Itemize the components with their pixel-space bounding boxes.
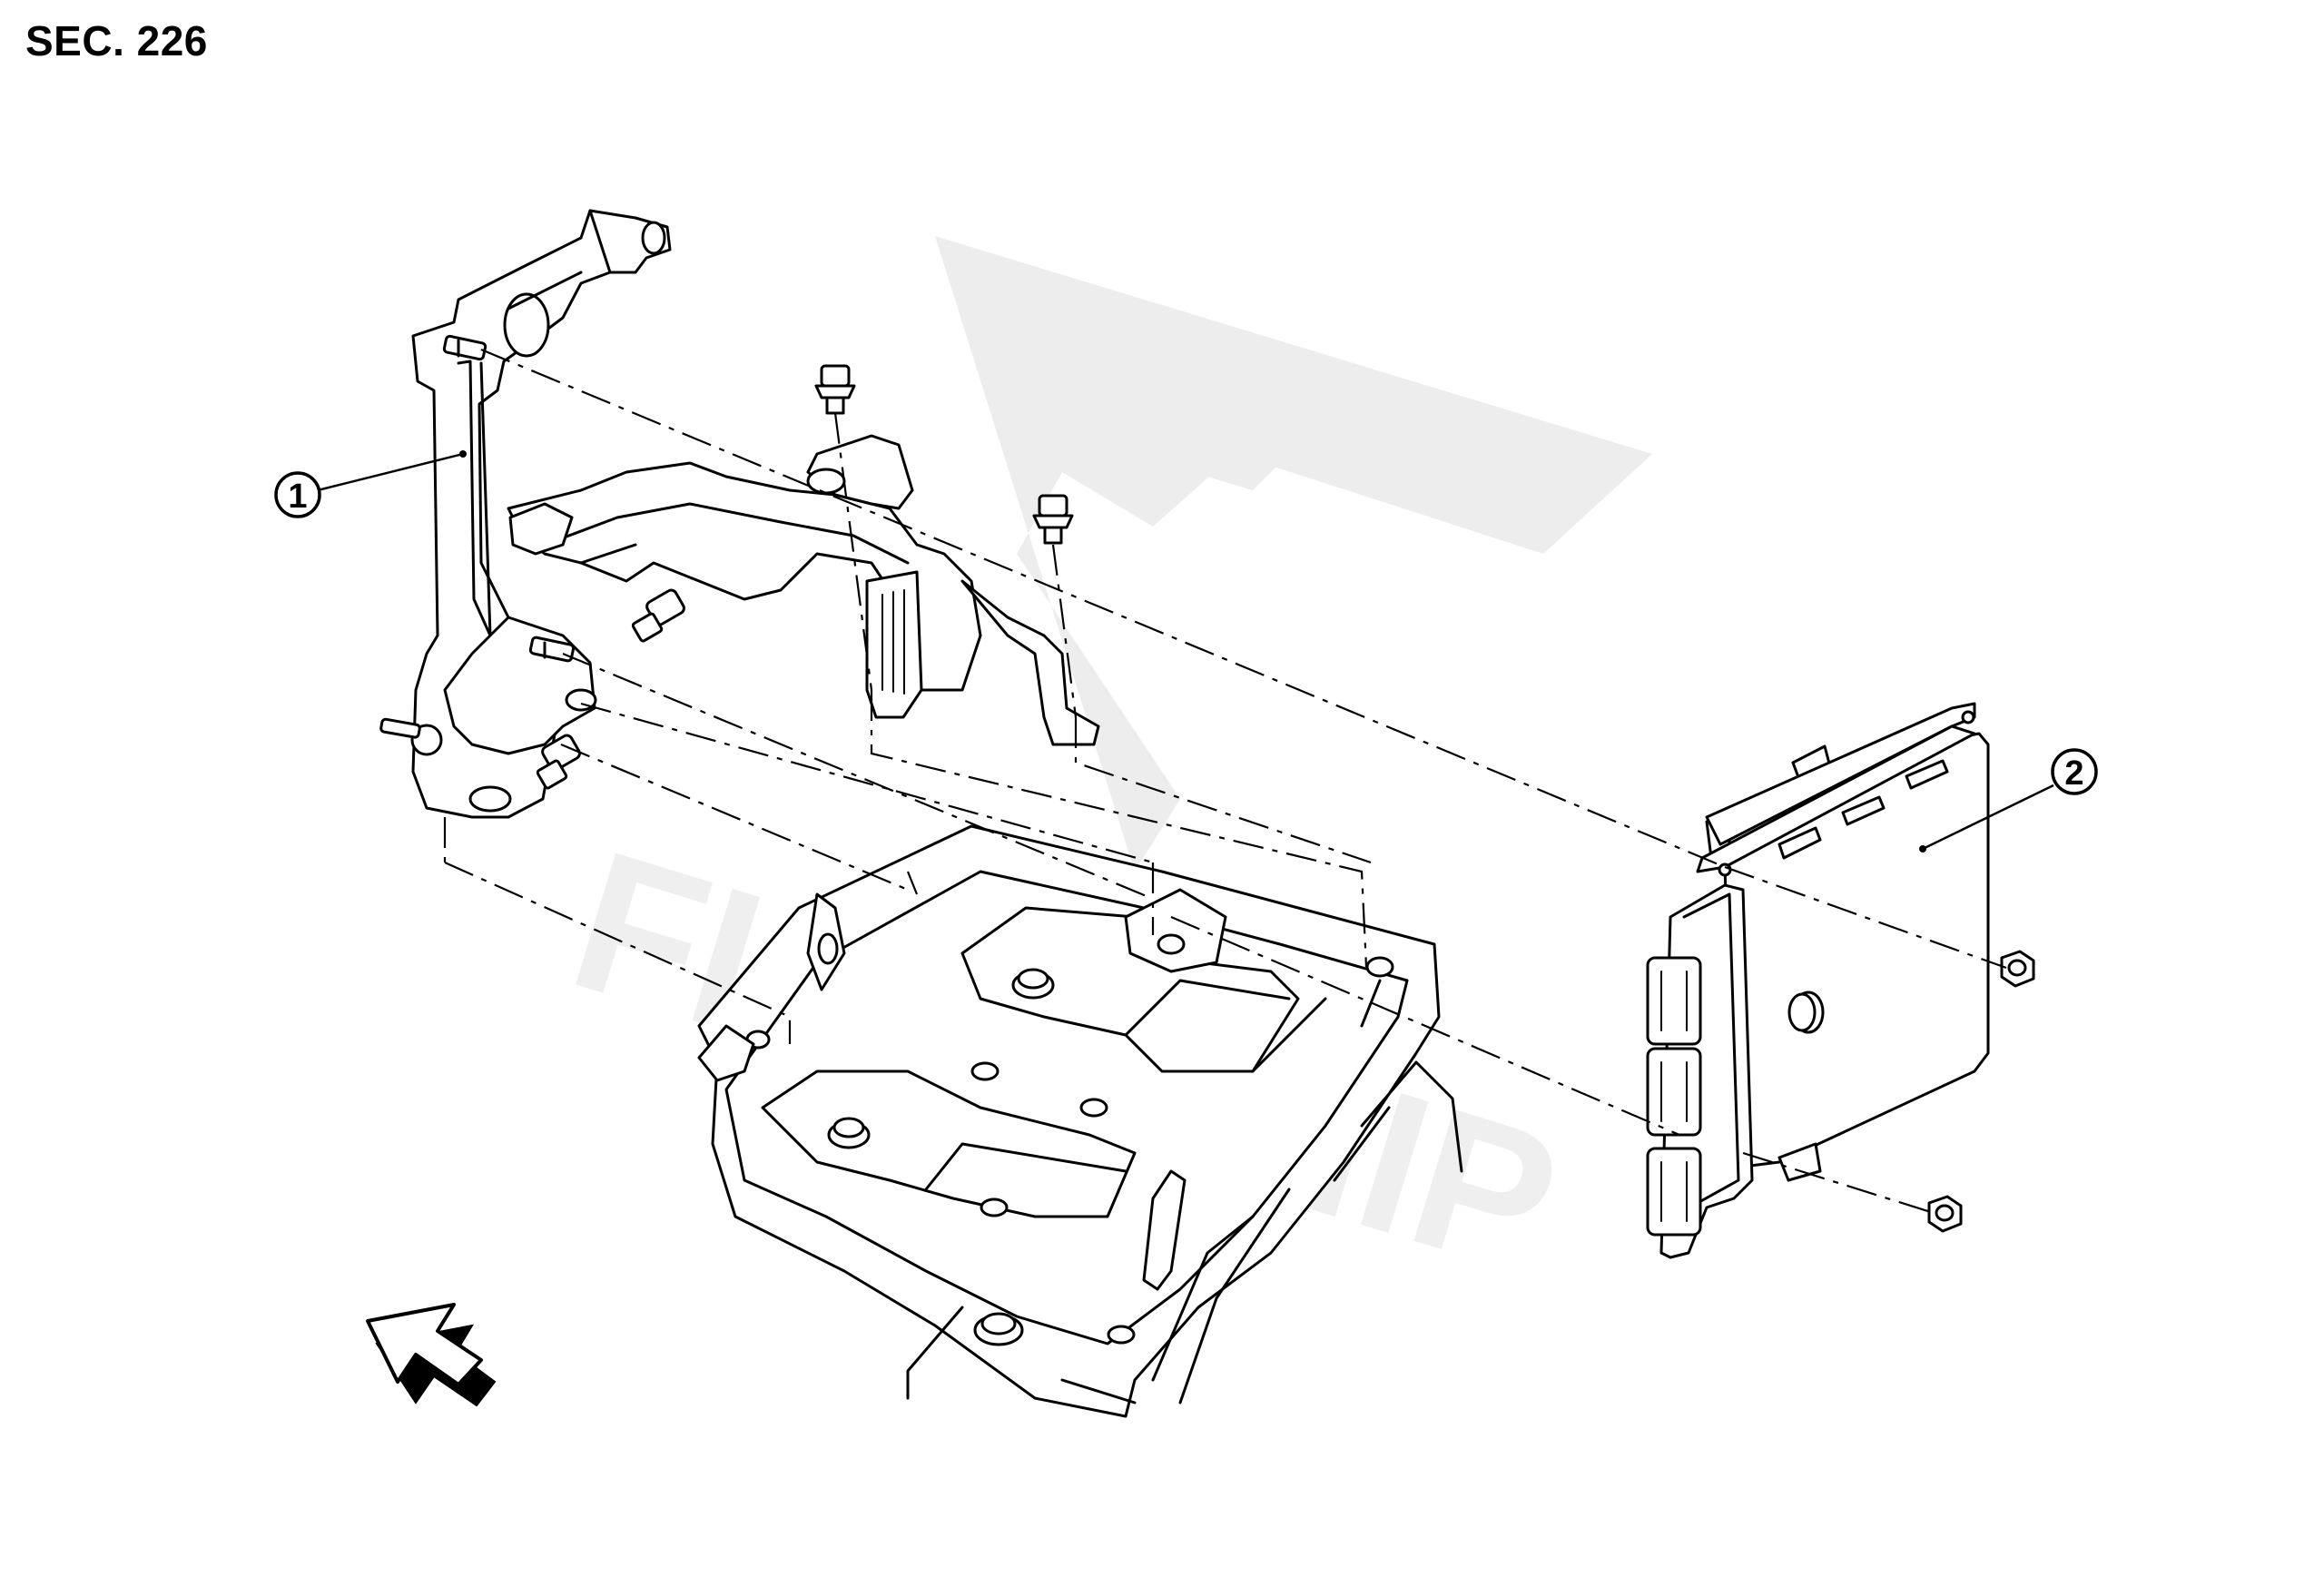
- nut-upper-right: [2000, 950, 2035, 988]
- alignment-lines: [443, 348, 2007, 1215]
- bolt-upper-right: [1032, 494, 1074, 545]
- ecm-mounting-tray: [697, 824, 1463, 1418]
- bracket-stud-lower: [379, 717, 421, 739]
- nut-lower-right: [1927, 1195, 1963, 1233]
- bolt-upper-center: [814, 364, 856, 415]
- bolt-bracket-lower: [536, 734, 581, 790]
- callout-2-label: 2: [2064, 754, 2083, 793]
- callout-1: 1: [274, 450, 467, 518]
- section-title: SEC. 226: [25, 17, 208, 64]
- callout-1-label: 1: [288, 478, 307, 516]
- ecm-unit: [1646, 702, 1990, 1259]
- bracket-stud-middle: [528, 636, 576, 663]
- ecm-connector-top: [1646, 956, 1702, 1046]
- bolt-bracket-upper: [631, 588, 685, 643]
- front-arrow-icon: [366, 1303, 497, 1407]
- callout-2: 2: [1919, 748, 2098, 853]
- ecm-connector-bottom: [1646, 1147, 1702, 1237]
- ecm-connector-middle: [1646, 1047, 1702, 1137]
